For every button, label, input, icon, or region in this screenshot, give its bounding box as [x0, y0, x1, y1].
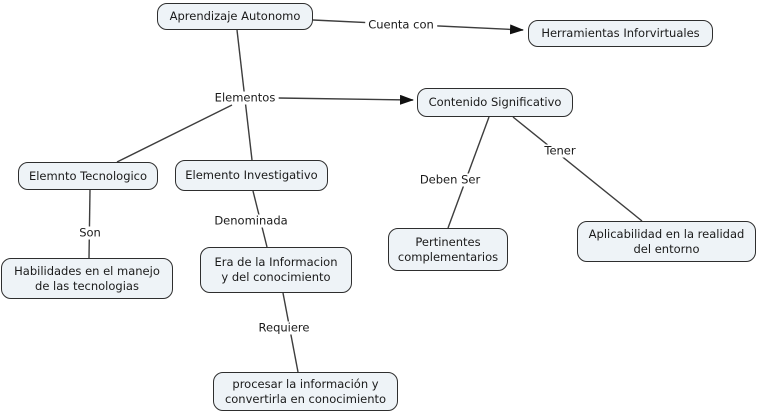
node-aplicabilidad-entorno[interactable]: Aplicabilidad en la realidad del entorno [577, 221, 756, 262]
node-contenido-significativo[interactable]: Contenido Significativo [417, 88, 573, 117]
node-elemento-investigativo[interactable]: Elemento Investigativo [175, 160, 328, 191]
node-label-line2: complementarios [397, 249, 499, 264]
edge-tecnologico-habilidades [88, 189, 91, 259]
node-aprendizaje-autonomo[interactable]: Aprendizaje Autonomo [157, 3, 313, 30]
link-label-deben-ser[interactable]: Deben Ser [416, 173, 484, 187]
node-label: Elemnto Tecnologico [28, 168, 148, 183]
node-procesar-informacion[interactable]: procesar la información y convertirla en… [213, 372, 398, 411]
node-herramientas-inforvirtuales[interactable]: Herramientas Inforvirtuales [528, 20, 713, 47]
node-habilidades-manejo-tecnologias[interactable]: Habilidades en el manejo de las tecnolog… [1, 258, 173, 299]
edge-contenido-aplicabilidad [512, 116, 643, 222]
node-label: Elemento Investigativo [185, 168, 318, 182]
node-label: Contenido Significativo [428, 95, 562, 109]
node-era-informacion-conocimiento[interactable]: Era de la Informacion y del conocimiento [200, 247, 352, 293]
edge-elementos-contenido [277, 94, 414, 105]
node-label-line1: Pertinentes [415, 234, 481, 249]
node-label-line2: convertirla en conocimiento [224, 391, 387, 406]
node-label-line2: de las tecnologias [35, 278, 139, 293]
node-label-line1: Era de la Informacion [214, 255, 338, 269]
node-label-line1: procesar la información y [232, 376, 379, 391]
node-label-line1: Aplicabilidad en la realidad [588, 226, 745, 241]
link-label-son[interactable]: Son [76, 226, 104, 240]
node-label-line2: y del conocimiento [221, 270, 331, 284]
node-label: Aprendizaje Autonomo [169, 9, 301, 23]
node-label: Herramientas Inforvirtuales [541, 26, 700, 40]
link-label-denominada[interactable]: Denominada [211, 214, 291, 228]
link-label-cuenta-con[interactable]: Cuenta con [365, 18, 437, 32]
edge-elementos-tecnologico [116, 104, 233, 163]
node-elemnto-tecnologico[interactable]: Elemnto Tecnologico [18, 162, 158, 190]
node-pertinentes-complementarios[interactable]: Pertinentes complementarios [388, 228, 508, 271]
edge-contenido-pertinentes [447, 116, 490, 229]
node-label-line1: Habilidades en el manejo [14, 263, 160, 278]
link-label-requiere[interactable]: Requiere [255, 321, 313, 335]
link-label-tener[interactable]: Tener [541, 144, 579, 158]
node-label-line2: del entorno [633, 241, 700, 256]
link-label-elementos[interactable]: Elementos [211, 91, 279, 105]
